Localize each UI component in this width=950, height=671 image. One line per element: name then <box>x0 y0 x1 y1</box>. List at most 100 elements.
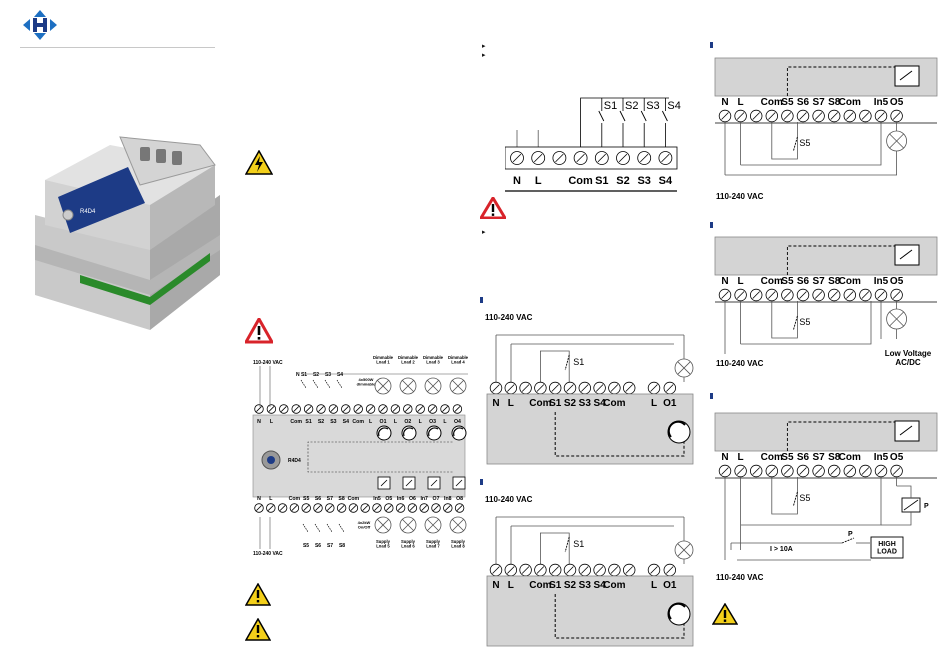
overview-terminal-bottom <box>313 503 323 513</box>
dimmer-knob-icon <box>401 425 417 441</box>
overview-terminal-label: S7 <box>327 496 333 502</box>
dimmer2-switch-label: S1 <box>573 539 584 549</box>
overview-terminal-top <box>353 404 363 414</box>
overview-terminal-top <box>266 404 277 414</box>
dimmer2-terminal <box>548 563 562 577</box>
overview-switch-top: S1 <box>301 372 307 378</box>
relay3-terminal <box>843 464 857 478</box>
contact-label: P <box>848 531 853 538</box>
relay3-terminal-label: O5 <box>890 452 904 463</box>
relay1-terminal <box>890 109 903 123</box>
dimmer2-terminal-label: L <box>508 580 514 591</box>
section-marker-dimmer-2 <box>480 479 483 485</box>
dimmable-lamp-icon <box>399 377 417 395</box>
overview-terminal-bottom <box>336 503 347 513</box>
relay3-terminal <box>827 464 841 478</box>
header-rule <box>20 47 215 48</box>
switch-terminal-label: L <box>535 175 542 187</box>
relay3-terminal-label: S6 <box>797 452 810 463</box>
dimmer1-terminal-label: Com <box>603 398 625 409</box>
switch-label: S4 <box>667 100 680 112</box>
dimmer1-terminal <box>663 381 677 395</box>
dimmer2-terminal-label: S4 <box>593 580 606 591</box>
overview-terminal-label: N <box>257 419 261 425</box>
overview-terminal-label: In5 <box>373 496 381 502</box>
relay1-terminal-label: S6 <box>797 97 810 108</box>
relay2-terminal-label: S8 <box>828 276 841 287</box>
relay2-relay-contact-icon <box>894 244 920 266</box>
switch-terminal-block <box>505 146 678 170</box>
overview-supply-bottom: 110-240 VAC <box>253 551 283 557</box>
dimmer2-terminal-label: O1 <box>663 580 677 591</box>
overview-terminal-top <box>390 404 401 414</box>
dimmable-lamp-icon <box>374 377 392 395</box>
overview-terminal-bottom <box>277 503 288 513</box>
relay2-switch-label: S5 <box>799 317 810 327</box>
relay2-terminal-label: L <box>738 276 744 287</box>
overview-terminal-label: L <box>443 419 447 425</box>
relay2-terminal <box>765 288 779 302</box>
relay3-terminal <box>874 464 888 478</box>
overview-terminal-bottom <box>454 503 465 513</box>
relay3-terminal <box>734 464 747 478</box>
dimmer1-terminal-label: Com <box>529 398 551 409</box>
dimmer1-module-body <box>486 393 694 465</box>
relay3-terminal <box>765 464 779 478</box>
switch-label: S3 <box>646 100 659 112</box>
dimmer2-terminal <box>534 563 547 577</box>
switch-contact <box>598 110 605 122</box>
switch-contact <box>640 110 647 122</box>
relay1-supply: 110-240 VAC <box>716 192 764 201</box>
brand-logo <box>23 10 57 40</box>
dimmer2-terminal-label: Com <box>529 580 551 591</box>
overview-switch-top: S4 <box>337 372 343 378</box>
relay3-switch-contact <box>792 491 798 507</box>
contactor-contact <box>841 537 855 544</box>
switch-terminal <box>573 151 588 165</box>
relay3-terminal <box>890 464 903 478</box>
overview-terminal-top <box>341 404 351 414</box>
overview-terminal-top <box>291 404 301 414</box>
overview-terminal-label: L <box>270 419 274 425</box>
dimmer2-terminal <box>663 563 677 577</box>
relay1-terminal <box>750 109 763 123</box>
high-load-box <box>870 536 904 559</box>
overview-terminal-label: Com <box>352 419 364 425</box>
dimmer2-terminal-label: L <box>651 580 657 591</box>
relay1-terminal-label: Com <box>761 97 783 108</box>
dimmer-knob-icon <box>451 425 467 441</box>
switch-terminal <box>637 151 652 165</box>
relay1-terminal-label: S8 <box>828 97 841 108</box>
overview-terminal-label: S2 <box>318 419 324 425</box>
overview-terminal-bottom <box>348 503 359 513</box>
dimmer1-terminal-label: S2 <box>564 398 577 409</box>
relay1-terminal-label: In5 <box>874 97 889 108</box>
dimmer1-switch-contact <box>564 354 570 371</box>
relay-contact-icon <box>427 476 441 490</box>
overview-module-label: R4D4 <box>288 458 301 464</box>
overview-terminal-label: S1 <box>305 419 311 425</box>
relay3-terminal-label: Com <box>761 452 783 463</box>
overview-terminal-label: Com <box>290 419 302 425</box>
overview-switch-top: S2 <box>313 372 319 378</box>
overview-terminal-label: L <box>269 496 273 502</box>
dimmer2-terminal <box>504 563 518 577</box>
overview-terminal-label: O3 <box>429 419 436 425</box>
dimmer1-terminal <box>563 381 577 395</box>
section-marker-relay-2 <box>710 222 713 228</box>
overview-terminal-label: O1 <box>380 419 387 425</box>
caution-icon-middle <box>480 197 506 219</box>
contactor-label: P <box>924 503 929 510</box>
supply-lamp-icon <box>374 516 392 534</box>
overview-terminal-bottom <box>266 503 276 513</box>
